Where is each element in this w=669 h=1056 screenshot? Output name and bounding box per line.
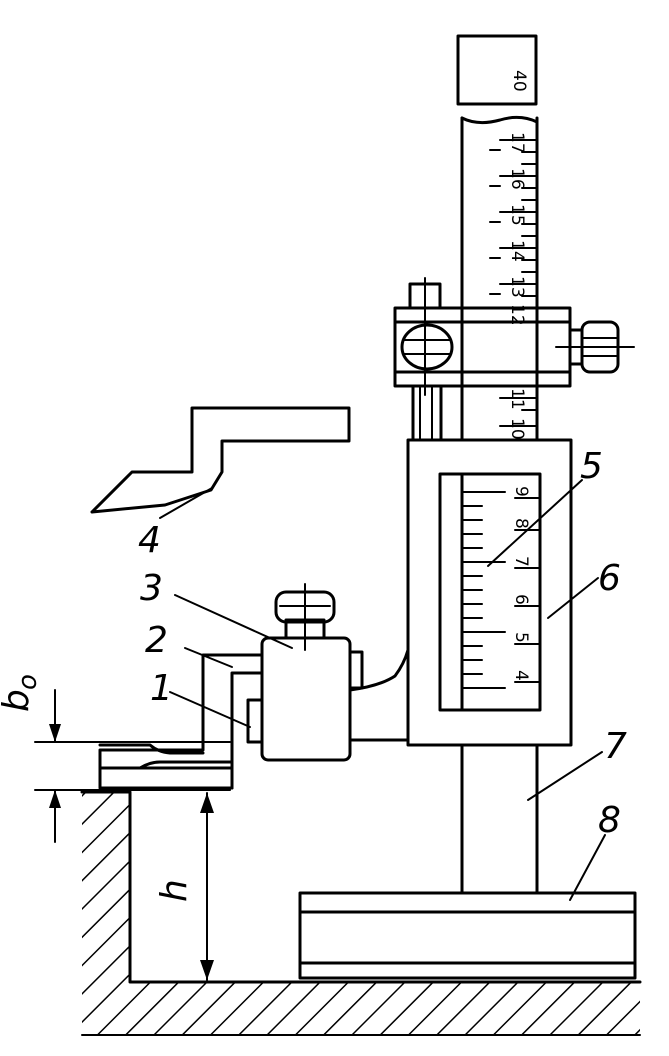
scale-number-13: 13 (507, 276, 527, 298)
indicator-tip (98, 743, 234, 770)
slider-frame: 9 8 7 6 5 4 (406, 438, 573, 747)
vernier-number-7: 7 (511, 556, 531, 567)
scale-number-15: 15 (507, 204, 527, 226)
scale-number-10: 10 (507, 418, 527, 440)
fine-adjust-clamp (393, 277, 635, 442)
callout-1: 1 (150, 668, 173, 709)
scale-number-16: 16 (507, 168, 527, 190)
label-b-subscript: o (13, 674, 43, 690)
leader-lines (159, 479, 606, 901)
callout-6: 6 (598, 558, 621, 599)
clamp-block (246, 583, 364, 762)
callout-2: 2 (145, 620, 168, 661)
label-h-group: h (154, 879, 195, 902)
callout-5: 5 (580, 446, 603, 487)
stepped-scriber (90, 406, 351, 514)
column (460, 743, 539, 895)
callout-4: 4 (138, 520, 161, 561)
label-b0: b o (0, 674, 43, 712)
dimension-h (200, 792, 214, 981)
label-b: b (0, 689, 37, 712)
scale-number-14: 14 (507, 240, 527, 262)
label-h: h (154, 879, 195, 902)
vernier-number-5: 5 (511, 632, 531, 643)
beam-ticks (489, 139, 538, 427)
vernier-number-8: 8 (511, 518, 531, 529)
scale-number-11: 11 (507, 388, 527, 410)
base-block (298, 891, 637, 980)
callout-7: 7 (604, 726, 627, 767)
vernier-number-6: 6 (511, 594, 531, 605)
dimension-b0 (34, 689, 231, 843)
scale-top-number: 40 (509, 70, 529, 92)
vernier-number-4: 4 (511, 670, 531, 681)
scale-number-17: 17 (507, 132, 527, 154)
callout-8: 8 (598, 800, 621, 841)
arm (348, 648, 410, 742)
surface-plate (80, 790, 642, 1036)
callout-3: 3 (140, 568, 163, 609)
main-scale-beam: 40 17 16 15 14 13 12 11 10 (456, 34, 539, 442)
vernier-number-9: 9 (511, 486, 531, 497)
